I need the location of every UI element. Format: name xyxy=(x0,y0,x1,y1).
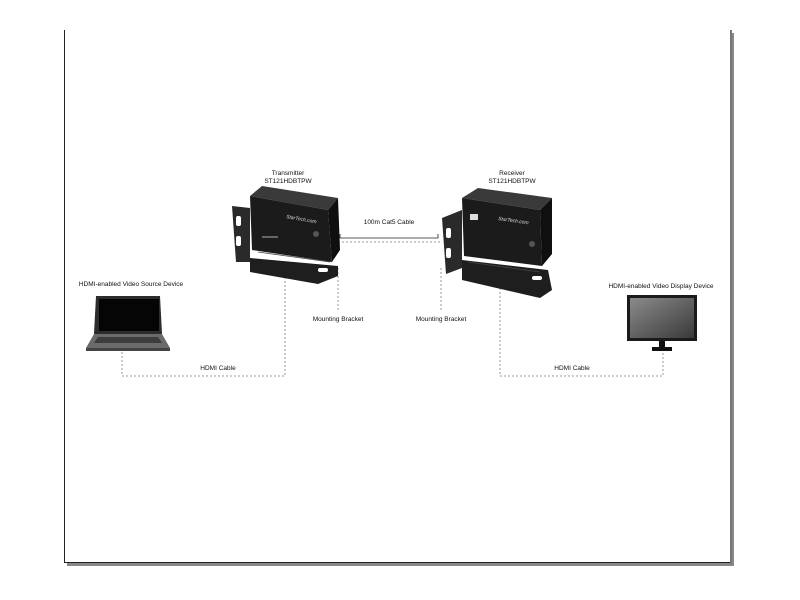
cat5-cable-label: 100m Cat5 Cable xyxy=(363,219,415,226)
hdmi-cable-right-label: HDMI Cable xyxy=(554,365,590,372)
display-device-label: HDMI-enabled Video Display Device xyxy=(608,283,714,290)
svg-text:StarTech.com: StarTech.com xyxy=(286,214,317,225)
diagram-frame xyxy=(64,30,731,563)
receiver-device-icon: StarTech.com xyxy=(442,188,552,298)
receiver-model: ST121HDBTPW xyxy=(488,178,536,185)
hdmi-cable-left-line xyxy=(121,272,286,377)
laptop-icon xyxy=(86,296,170,351)
monitor-icon xyxy=(627,295,697,351)
transmitter-model: ST121HDBTPW xyxy=(264,178,312,185)
svg-text:StarTech.com: StarTech.com xyxy=(498,216,529,226)
receiver-title: Receiver xyxy=(499,170,525,177)
frame-shadow xyxy=(730,30,732,564)
source-device-label: HDMI-enabled Video Source Device xyxy=(78,281,184,288)
hdmi-cable-left-label: HDMI Cable xyxy=(200,365,236,372)
mounting-bracket-left-label: Mounting Bracket xyxy=(312,316,364,323)
transmitter-title: Transmitter xyxy=(271,170,305,177)
hdmi-cable-right-line xyxy=(499,280,664,377)
transmitter-device-icon: StarTech.com xyxy=(232,186,340,284)
mounting-bracket-right-label: Mounting Bracket xyxy=(415,316,467,323)
cat5-cable-bracket xyxy=(339,234,439,239)
